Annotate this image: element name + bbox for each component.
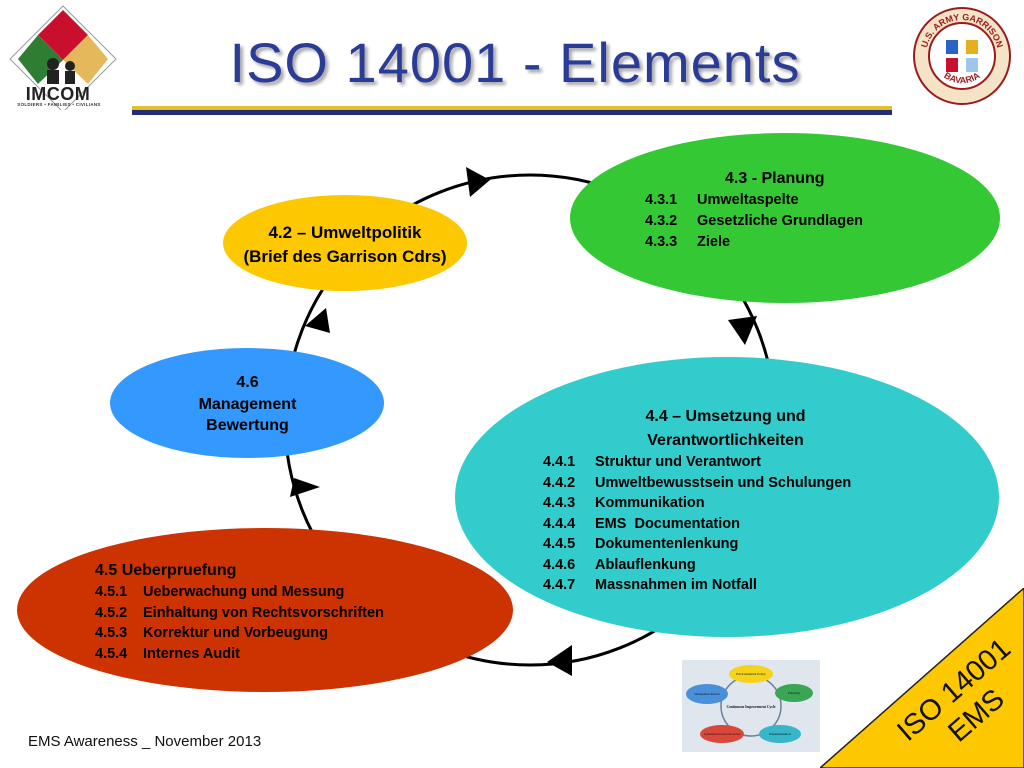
thumb-center-label: Continuous Improvement Cycle <box>726 705 775 709</box>
ellipse-umsetzung <box>455 357 999 637</box>
list-item: 4.5.2 Einhaltung von Rechtsvorschriften <box>95 603 475 624</box>
item-number: 4.4.5 <box>543 536 576 552</box>
imcom-logo <box>9 5 117 110</box>
item-number: 4.4.3 <box>543 495 576 511</box>
seal-bottom-text: BAVARIA <box>942 70 982 85</box>
item-label: Umweltaspelte <box>697 192 799 208</box>
management-line2: Management <box>198 395 297 413</box>
item-number: 4.4.7 <box>543 577 576 593</box>
ueberpruefung-text: 4.5 Ueberpruefung 4.5.1 Ueberwachung und … <box>95 560 475 664</box>
item-number: 4.5.3 <box>95 625 128 641</box>
item-label: Dokumentenlenkung <box>595 536 739 552</box>
imcom-name: IMCOM <box>25 84 91 104</box>
item-number: 4.4.6 <box>543 556 576 573</box>
cycle-arrow-bottom <box>547 645 572 676</box>
management-line1: 4.6 <box>236 374 259 391</box>
list-item: 4.5.4 Internes Audit <box>95 644 475 665</box>
cycle-thumbnail: Environmental Policy Planning Implementa… <box>682 660 820 752</box>
item-number: 4.4.4 <box>543 515 576 532</box>
management-line3: Bewertung <box>206 417 289 434</box>
ellipse-umweltpolitik <box>223 195 467 291</box>
cycle-arrow-left-upper <box>305 308 330 333</box>
cycle-arrow-top <box>466 167 490 197</box>
item-label: Gesetzliche Grundlagen <box>697 213 863 229</box>
item-number: 4.4.1 <box>543 454 576 470</box>
umsetzung-title-line2: Verantwortlichkeiten <box>647 431 804 449</box>
page-title: ISO 14001 - Elements <box>229 31 801 94</box>
item-label: Massnahmen im Notfall <box>595 577 757 593</box>
thumb-label-implementation: Implementation <box>769 732 791 736</box>
item-label: Kommunikation <box>595 495 705 511</box>
thumb-label-planning: Planning <box>788 691 800 695</box>
svg-text:BAVARIA: BAVARIA <box>942 70 982 85</box>
umsetzung-title-line1: 4.4 – Umsetzung und <box>645 408 806 425</box>
list-item: 4.3.3 Ziele <box>645 232 965 253</box>
title-rule-navy <box>132 110 892 115</box>
garrison-seal: U.S. ARMY GARRISON BAVARIA <box>913 7 1011 105</box>
title-rule-gold <box>132 106 892 110</box>
item-label: Umweltbewusstsein und Schulungen <box>595 474 852 491</box>
list-item: 4.5.3 Korrektur und Vorbeugung <box>95 623 475 644</box>
item-number: 4.5.4 <box>95 645 128 662</box>
thumb-label-assessment: Assessment & Corrective Action <box>704 733 741 736</box>
list-item: 4.4.2 Umweltbewusstsein und Schulungen <box>543 473 963 494</box>
ellipse-management <box>110 348 384 458</box>
umweltpolitik-line1: 4.2 – Umweltpolitik <box>268 223 422 242</box>
item-label: Internes Audit <box>143 645 240 662</box>
management-text: 4.6 Management Bewertung <box>150 372 345 437</box>
item-number: 4.5.1 <box>95 584 128 600</box>
iso-corner-badge: ISO 14001 EMS <box>820 588 1024 768</box>
list-item: 4.3.2 Gesetzliche Grundlagen <box>645 211 965 232</box>
item-number: 4.3.3 <box>645 234 678 250</box>
thumb-node-planning <box>775 684 813 702</box>
thumb-node-review <box>686 684 728 704</box>
item-label: Struktur und Verantwort <box>595 454 761 470</box>
list-item: 4.4.5 Dokumentenlenkung <box>543 534 963 555</box>
imcom-tagline: SOLDIERS • FAMILIES • CIVILIANS <box>17 102 101 107</box>
item-number: 4.3.2 <box>645 213 678 229</box>
item-label: Ziele <box>697 234 731 250</box>
item-number: 4.3.1 <box>645 192 678 208</box>
item-label: Ueberwachung und Messung <box>143 584 345 600</box>
list-item: 4.4.6 Ablauflenkung <box>543 555 963 576</box>
thumb-label-review: Management Review <box>694 692 720 696</box>
ueberpruefung-title: 4.5 Ueberpruefung <box>95 562 237 579</box>
thumb-label-policy: Environmental Policy <box>736 672 766 676</box>
list-item: 4.4.7 Massnahmen im Notfall <box>543 575 963 596</box>
thumb-node-assessment <box>700 725 744 743</box>
list-item: 4.4.4 EMS Documentation <box>543 514 963 535</box>
thumb-node-implementation <box>759 725 801 743</box>
planung-text: 4.3 - Planung 4.3.1 Umweltaspelte 4.3.2 Ge… <box>645 168 965 253</box>
list-item: 4.5.1 Ueberwachung und Messung <box>95 582 475 603</box>
list-item: 4.4.3 Kommunikation <box>543 493 963 514</box>
ellipse-ueberpruefung <box>17 528 513 692</box>
item-number: 4.4.2 <box>543 474 576 491</box>
item-label: EMS Documentation <box>595 515 741 532</box>
umweltpolitik-line2: (Brief des Garrison Cdrs) <box>243 247 447 266</box>
list-item: 4.3.1 Umweltaspelte <box>645 190 965 211</box>
item-number: 4.5.2 <box>95 604 128 621</box>
umsetzung-text: 4.4 – Umsetzung und Verantwortlichkeiten… <box>543 405 963 596</box>
item-label: Korrektur und Vorbeugung <box>143 625 329 641</box>
cycle-arrow-right <box>728 316 757 345</box>
umweltpolitik-text: 4.2 – Umweltpolitik (Brief des Garrison … <box>220 221 470 269</box>
thumb-node-policy <box>729 665 773 683</box>
footer-text: EMS Awareness _ November 2013 <box>28 733 262 750</box>
item-label: Einhaltung von Rechtsvorschriften <box>143 604 384 621</box>
ellipse-planung <box>570 133 1000 303</box>
cycle-arrow-left-lower <box>290 478 320 497</box>
planung-title: 4.3 - Planung <box>725 170 825 187</box>
item-label: Ablauflenkung <box>595 556 696 573</box>
list-item: 4.4.1 Struktur und Verantwort <box>543 452 963 473</box>
